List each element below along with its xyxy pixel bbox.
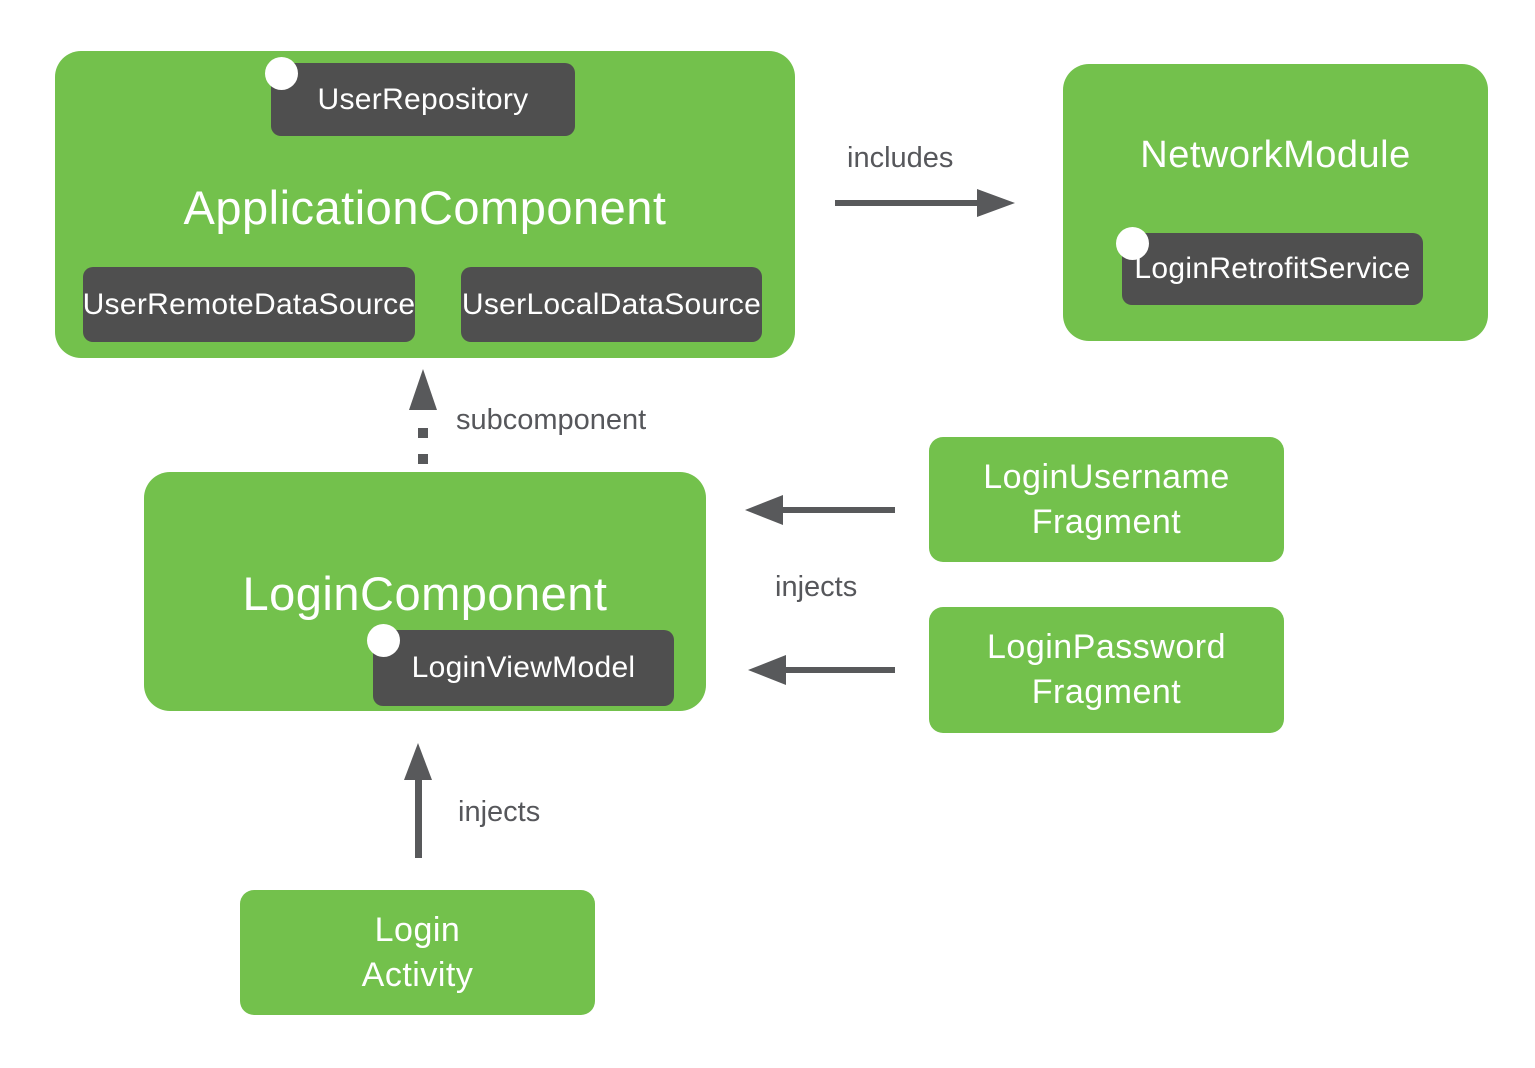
provision-dot-icon — [367, 624, 400, 657]
injects-activity-arrow — [404, 743, 432, 858]
login-activity-box: Login Activity — [240, 890, 595, 1015]
user-local-datasource-badge: UserLocalDataSource — [461, 267, 762, 342]
login-activity-line1: Login — [374, 910, 461, 949]
includes-arrow — [835, 189, 1015, 217]
network-module-title: NetworkModule — [1140, 134, 1411, 176]
application-component-title: ApplicationComponent — [183, 181, 667, 234]
login-password-fragment-line2: Fragment — [1031, 673, 1182, 711]
login-retrofit-service-label: LoginRetrofitService — [1134, 252, 1411, 285]
subcomponent-dashed-arrow — [409, 369, 437, 464]
user-repository-label: UserRepository — [317, 82, 529, 116]
login-component-title: LoginComponent — [242, 567, 608, 620]
login-username-fragment-line2: Fragment — [1031, 502, 1182, 541]
login-retrofit-service-badge: LoginRetrofitService — [1116, 227, 1423, 305]
login-password-fragment-box: LoginPassword Fragment — [929, 607, 1284, 733]
injects-fragments-label: injects — [775, 571, 858, 603]
provision-dot-icon — [265, 57, 298, 90]
provision-dot-icon — [1116, 227, 1149, 260]
user-remote-datasource-label: UserRemoteDataSource — [82, 287, 416, 321]
login-viewmodel-label: LoginViewModel — [411, 651, 636, 684]
login-username-fragment-box: LoginUsername Fragment — [929, 437, 1284, 562]
login-activity-line2: Activity — [361, 955, 474, 994]
login-username-fragment-line1: LoginUsername — [983, 457, 1230, 496]
injects-username-arrow — [745, 495, 895, 525]
login-viewmodel-badge: LoginViewModel — [367, 624, 674, 706]
includes-label: includes — [847, 142, 954, 174]
user-repository-badge: UserRepository — [265, 57, 575, 136]
login-password-fragment-line1: LoginPassword — [987, 628, 1226, 666]
injects-password-arrow — [748, 655, 895, 685]
injects-activity-label: injects — [458, 796, 541, 828]
subcomponent-label: subcomponent — [456, 404, 647, 436]
user-remote-datasource-badge: UserRemoteDataSource — [83, 267, 415, 342]
user-local-datasource-label: UserLocalDataSource — [461, 287, 762, 321]
